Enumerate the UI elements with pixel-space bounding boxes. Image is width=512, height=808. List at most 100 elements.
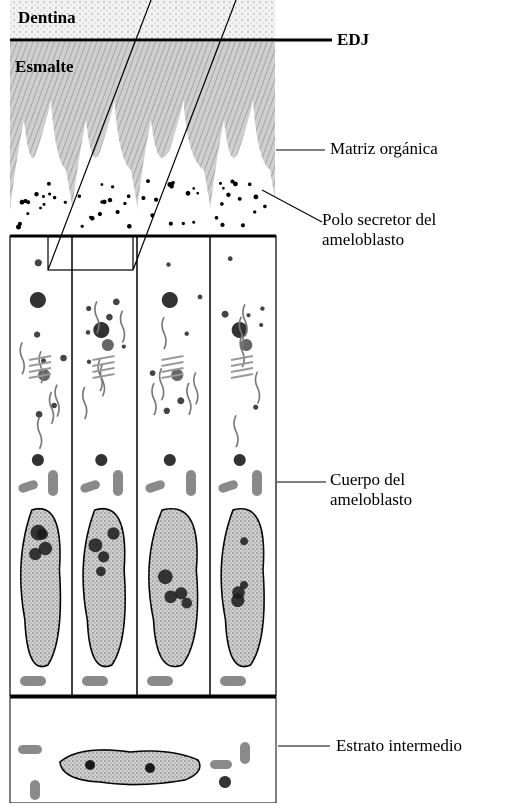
granule — [34, 332, 40, 338]
granule — [106, 314, 113, 321]
granule — [219, 776, 231, 788]
label-edj: EDJ — [337, 30, 369, 50]
chromatin — [240, 537, 248, 545]
secretory-granule — [24, 199, 28, 203]
granule — [234, 454, 246, 466]
chromatin — [145, 763, 155, 773]
granule — [166, 262, 170, 266]
granule — [122, 345, 126, 349]
secretory-granule — [186, 191, 191, 196]
secretory-granule — [220, 202, 224, 206]
granule — [87, 360, 91, 364]
secretory-granule — [154, 198, 158, 202]
granule — [177, 397, 184, 404]
mitochondrion — [82, 676, 108, 686]
granule — [95, 454, 107, 466]
label-cuerpo-2: ameloblasto — [330, 490, 412, 510]
mitochondrion — [220, 676, 246, 686]
chromatin — [107, 527, 119, 539]
chromatin — [164, 591, 177, 604]
secretory-granule — [34, 192, 38, 196]
granule — [253, 405, 258, 410]
label-matriz-organica: Matriz orgánica — [330, 139, 438, 159]
secretory-granule — [192, 221, 195, 224]
granule — [228, 256, 233, 261]
secretory-granule — [100, 200, 103, 203]
vesicle — [162, 292, 178, 308]
chromatin — [175, 587, 187, 599]
secretory-granule — [146, 179, 150, 183]
chromatin — [98, 551, 109, 562]
granule — [260, 306, 264, 310]
chromatin — [29, 548, 41, 560]
secretory-granule — [226, 193, 230, 197]
secretory-granule — [192, 187, 195, 190]
mitochondrion — [240, 742, 250, 764]
secretory-granule — [42, 195, 45, 198]
secretory-granule — [222, 187, 225, 190]
secretory-granule — [39, 207, 42, 210]
secretory-granule — [127, 194, 131, 198]
chromatin — [96, 567, 106, 577]
granule — [32, 454, 44, 466]
granule — [198, 295, 203, 300]
granule — [86, 306, 91, 311]
secretory-granule — [116, 210, 120, 214]
chromatin — [231, 594, 244, 607]
granule — [222, 311, 229, 318]
mitochondrion — [113, 470, 123, 496]
secretory-granule — [220, 223, 224, 227]
secretory-granule — [141, 196, 145, 200]
secretory-granule — [238, 197, 242, 201]
secretory-granule — [43, 203, 46, 206]
granule — [164, 408, 170, 414]
secretory-granule — [64, 201, 67, 204]
secretory-granule — [127, 224, 132, 229]
chromatin — [85, 760, 95, 770]
secretory-granule — [90, 216, 95, 221]
label-polo-secretor-2: ameloblasto — [322, 230, 404, 250]
secretory-granule — [215, 216, 219, 220]
secretory-granule — [196, 192, 199, 195]
secretory-granule — [48, 193, 51, 196]
secretory-granule — [241, 223, 245, 227]
label-cuerpo-1: Cuerpo del — [330, 470, 405, 490]
secretory-granule — [182, 222, 185, 225]
label-esmalte: Esmalte — [15, 57, 74, 77]
chromatin — [89, 538, 103, 552]
granule — [51, 403, 57, 409]
granule — [35, 259, 42, 266]
mitochondrion — [20, 676, 46, 686]
granule — [60, 355, 67, 362]
secretory-granule — [81, 225, 84, 228]
secretory-granule — [108, 198, 112, 202]
granule — [86, 330, 91, 335]
secretory-granule — [254, 195, 259, 200]
chromatin — [158, 570, 173, 585]
granule — [185, 332, 189, 336]
secretory-granule — [53, 196, 56, 199]
chromatin — [37, 529, 48, 540]
secretory-granule — [16, 225, 21, 230]
vesicle — [102, 339, 114, 351]
secretory-granule — [171, 182, 174, 185]
mitochondrion — [48, 470, 58, 496]
secretory-granule — [230, 180, 234, 184]
granule — [247, 313, 251, 317]
secretory-granule — [169, 222, 173, 226]
secretory-granule — [111, 185, 114, 188]
vesicle — [93, 322, 109, 338]
mitochondrion — [210, 760, 232, 769]
secretory-granule — [101, 183, 104, 186]
secretory-granule — [248, 183, 252, 187]
granule — [259, 323, 263, 327]
label-dentina: Dentina — [18, 8, 76, 28]
secretory-granule — [47, 182, 51, 186]
stratum-nucleus-texture — [60, 750, 200, 785]
secretory-granule — [123, 202, 126, 205]
secretory-granule — [98, 212, 102, 216]
chromatin — [182, 598, 193, 609]
label-polo-secretor-1: Polo secretor del — [322, 210, 436, 230]
mitochondrion — [252, 470, 262, 496]
